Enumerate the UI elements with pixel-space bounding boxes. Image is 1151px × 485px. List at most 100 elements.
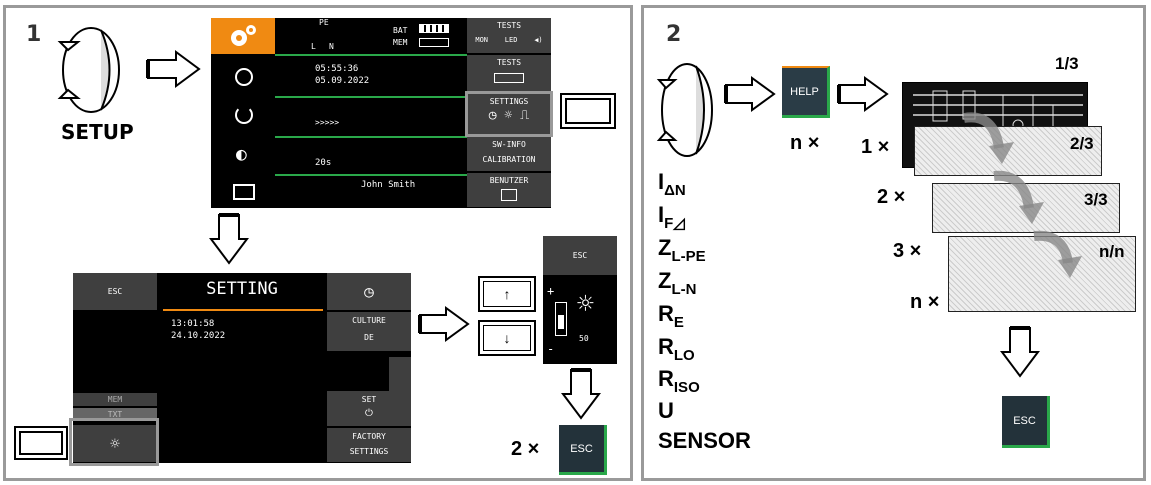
- panel-step-2: 2 HELP n × 1/3 2/3 3/3 n/n: [641, 5, 1146, 481]
- help-times-label: n ×: [790, 132, 820, 154]
- page-indicator-3: 3/3: [1084, 190, 1108, 209]
- rotary-knob-icon: [57, 27, 120, 113]
- n-label: N: [329, 42, 334, 51]
- setup-tab[interactable]: [211, 18, 275, 54]
- tests-mon-led-button[interactable]: TESTS MON LED ◀): [467, 18, 551, 54]
- user-card-icon: [233, 184, 255, 200]
- clock-button[interactable]: ◷: [327, 273, 411, 311]
- bat-label: BAT: [393, 26, 408, 35]
- tests-battery-button[interactable]: TESTS: [467, 55, 551, 92]
- factory-label: FACTORY: [352, 432, 386, 441]
- sun-icon: ☼: [577, 287, 594, 320]
- settings-button[interactable]: SETTINGS ◷ ☼ ⎍: [467, 93, 551, 135]
- arrow-down-icon: [209, 213, 249, 265]
- measurement-sensor: SENSOR: [658, 428, 751, 453]
- user-icon: [501, 189, 517, 201]
- measurement-if: IF◿: [658, 202, 685, 232]
- esc-key-button[interactable]: ESC: [559, 425, 607, 475]
- settings-icons: ◷ ☼ ⎍: [488, 108, 530, 123]
- device-main-screen: PE L N BAT MEM 05:55:36 05.09.2022 >>>>>…: [211, 18, 551, 208]
- tests-label: TESTS: [496, 21, 522, 30]
- measurement-zlpe: ZL-PE: [658, 235, 706, 265]
- arrow-down-icon-2: [561, 368, 601, 420]
- setting-time: 13:01:58: [171, 319, 215, 329]
- brightness-timeout: 20s: [315, 158, 332, 168]
- power-icon-small: ⏻: [365, 408, 373, 419]
- arrow-right-icon: [146, 50, 201, 88]
- settings-label: SETTINGS: [489, 97, 529, 106]
- setting-title: SETTING: [206, 279, 278, 299]
- set-label: SET: [361, 395, 377, 404]
- tests-label-2: TESTS: [496, 58, 522, 67]
- first-page-indicator: 1/3: [1055, 54, 1079, 73]
- blank-key: [389, 357, 411, 391]
- battery-test-icon: [494, 73, 524, 83]
- esc-key-button-2[interactable]: ESC: [1002, 396, 1050, 448]
- brightness-icon: ◐: [236, 144, 247, 165]
- esc-button[interactable]: ESC: [73, 273, 157, 311]
- benutzer-label: BENUTZER: [489, 176, 529, 185]
- benutzer-button[interactable]: BENUTZER: [467, 173, 551, 208]
- measurement-riso: RISO: [658, 366, 700, 396]
- brightness-button[interactable]: ☼: [73, 425, 157, 463]
- setting-date: 24.10.2022: [171, 331, 226, 341]
- rotary-knob-icon-2: [656, 63, 713, 157]
- brightness-highlight: [69, 418, 159, 466]
- step-number-2: 2: [666, 22, 682, 47]
- power-icon: [235, 106, 253, 124]
- arrow-down-icon-3: [1000, 326, 1040, 378]
- arrow-right-icon-2: [418, 306, 470, 342]
- measurement-zln: ZL-N: [658, 268, 697, 298]
- setting-screen: ESC SETTING ◷ 13:01:58 24.10.2022 CULTUR…: [73, 273, 411, 463]
- up-key-button[interactable]: ↑: [478, 276, 536, 312]
- clock-icon: [235, 68, 253, 86]
- memory-bar-icon: [419, 38, 449, 47]
- measurement-re: RE: [658, 301, 684, 331]
- mem-button[interactable]: MEM: [73, 393, 157, 407]
- page-times-3: 3 ×: [893, 240, 922, 262]
- brightness-popup: ESC + - ☼ 50: [543, 236, 617, 364]
- popup-esc-button[interactable]: ESC: [543, 236, 617, 276]
- page-times-2: 2 ×: [877, 186, 906, 208]
- date-value: 05.09.2022: [315, 76, 370, 86]
- calibration-label: CALIBRATION: [482, 155, 536, 164]
- brightness-slider[interactable]: [555, 302, 567, 336]
- soft-key-button[interactable]: [560, 93, 616, 129]
- speaker-icon: ◀): [534, 36, 543, 44]
- arrow-right-icon-3: [724, 76, 776, 112]
- culture-button[interactable]: CULTURE DE: [327, 312, 411, 352]
- time-value: 05:55:36: [315, 64, 359, 74]
- page-times-n: n ×: [910, 291, 940, 313]
- battery-icon: [419, 24, 449, 33]
- measurement-rlo: RLO: [658, 334, 695, 364]
- pe-label: PE: [319, 18, 329, 27]
- panel-step-1: 1 SETUP PE L N BAT MEM 05:55:36 05.09.20…: [3, 5, 633, 481]
- page-flow-arrows: [963, 112, 1082, 278]
- page-times-1: 1 ×: [861, 136, 890, 158]
- factory-settings-label: SETTINGS: [349, 447, 389, 456]
- gears-icon: [231, 25, 256, 46]
- progress-text: >>>>>: [315, 118, 340, 127]
- page-indicator-n: n/n: [1099, 242, 1125, 261]
- down-key-button[interactable]: ↓: [478, 320, 536, 356]
- sw-info-calibration-button[interactable]: SW-INFO CALIBRATION: [467, 136, 551, 172]
- brightness-value: 50: [579, 334, 589, 343]
- soft-key-button-2[interactable]: [14, 426, 68, 460]
- setup-label: SETUP: [61, 120, 134, 144]
- help-key-button[interactable]: HELP: [782, 66, 830, 118]
- l-label: L: [311, 42, 316, 51]
- mon-label: MON: [475, 36, 489, 44]
- plus-label: +: [547, 284, 555, 298]
- step-number: 1: [26, 22, 42, 47]
- factory-settings-button[interactable]: FACTORY SETTINGS: [327, 428, 411, 463]
- led-label: LED: [504, 36, 518, 44]
- arrow-right-icon-4: [837, 76, 889, 112]
- minus-label: -: [547, 342, 555, 356]
- mem-label: MEM: [393, 38, 408, 47]
- circuit-diagram-icon: [913, 90, 1083, 133]
- measurement-u: U: [658, 398, 674, 423]
- title-underline: [163, 309, 323, 311]
- settings-highlight: [465, 91, 553, 137]
- esc-times-label: 2 ×: [511, 438, 540, 460]
- set-button[interactable]: SET ⏻: [327, 391, 411, 427]
